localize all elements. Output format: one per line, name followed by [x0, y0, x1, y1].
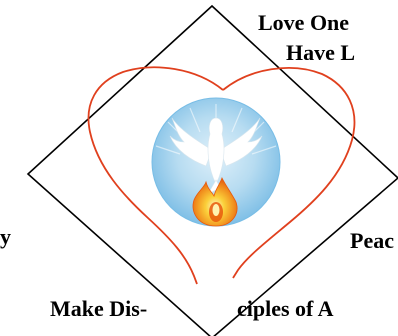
left-edge-text-fragment: y — [0, 226, 11, 248]
make-disciples-text-right: ciples of A — [237, 298, 334, 320]
love-one-another-text-line1: Love One — [258, 12, 349, 34]
make-disciples-text-left: Make Dis- — [50, 298, 147, 320]
holy-spirit-emblem — [152, 98, 280, 226]
love-one-another-text-line2: Have L — [286, 42, 355, 64]
peace-text-fragment: Peac — [350, 230, 394, 252]
